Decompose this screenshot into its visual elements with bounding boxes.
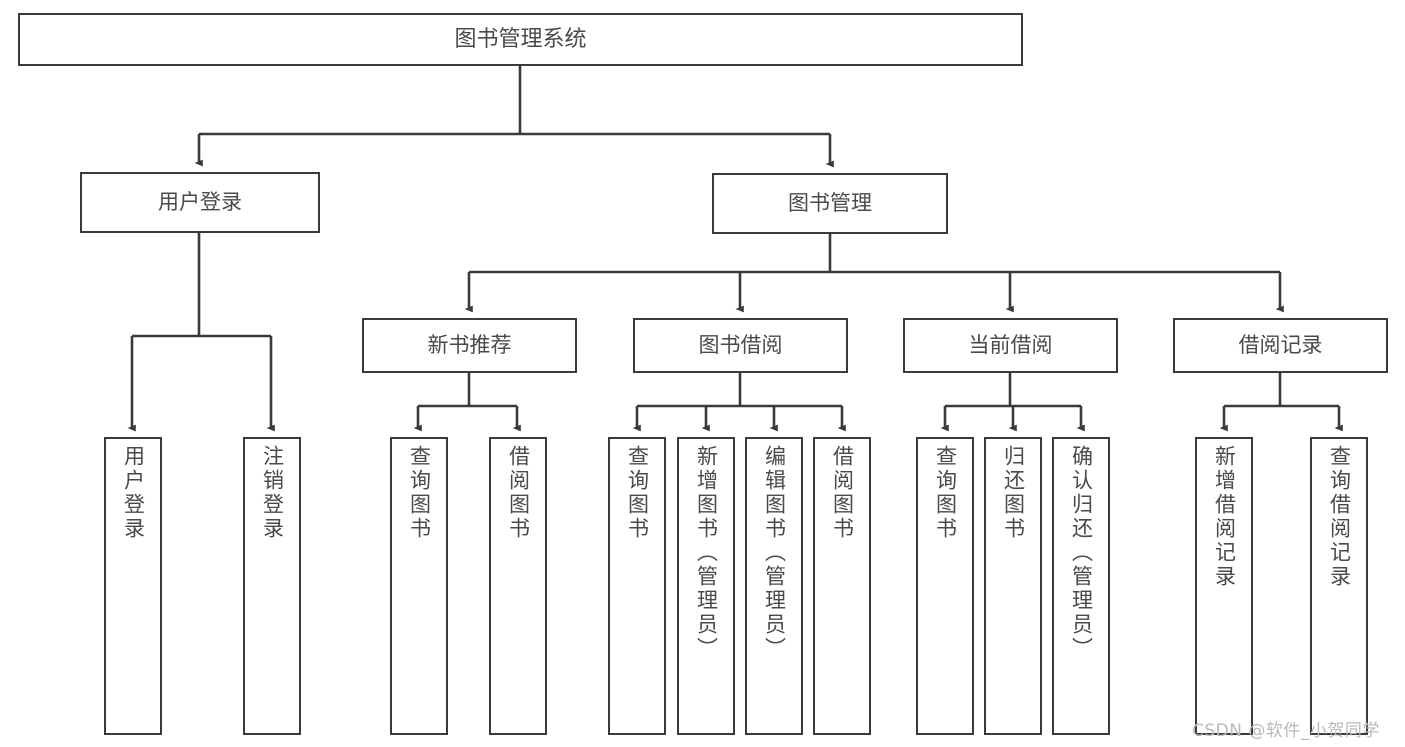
node-leaf-query-book-3-label: 查询图书 (933, 445, 958, 541)
node-leaf-edit-book[interactable]: 编辑图书（管理员） (745, 437, 803, 735)
node-new-book-recommend-label: 新书推荐 (427, 333, 512, 358)
node-current-borrow-label: 当前借阅 (968, 333, 1053, 358)
node-leaf-borrow-book-1[interactable]: 借阅图书 (489, 437, 547, 735)
node-current-borrow[interactable]: 当前借阅 (903, 318, 1118, 373)
node-leaf-return-book-label: 归还图书 (1001, 445, 1026, 541)
csdn-watermark: CSDN @软件_小贺同学 (1192, 721, 1380, 741)
node-leaf-add-record[interactable]: 新增借阅记录 (1195, 437, 1253, 735)
node-leaf-add-record-label: 新增借阅记录 (1212, 445, 1237, 589)
node-borrow-record[interactable]: 借阅记录 (1173, 318, 1388, 373)
node-root-system-label: 图书管理系统 (454, 26, 587, 52)
node-leaf-query-book-2[interactable]: 查询图书 (608, 437, 666, 735)
node-leaf-add-book[interactable]: 新增图书（管理员） (677, 437, 735, 735)
node-leaf-return-book[interactable]: 归还图书 (984, 437, 1042, 735)
node-leaf-logout-label: 注销登录 (260, 445, 285, 541)
node-leaf-user-login-label: 用户登录 (121, 445, 146, 541)
node-new-book-recommend[interactable]: 新书推荐 (362, 318, 577, 373)
node-leaf-confirm-return-label: 确认归还（管理员） (1069, 445, 1094, 661)
node-leaf-confirm-return[interactable]: 确认归还（管理员） (1052, 437, 1110, 735)
node-borrow-record-label: 借阅记录 (1238, 333, 1323, 358)
node-book-borrow-label: 图书借阅 (698, 333, 783, 358)
node-book-management[interactable]: 图书管理 (712, 173, 948, 234)
node-leaf-edit-book-label: 编辑图书（管理员） (762, 445, 787, 661)
node-user-login[interactable]: 用户登录 (80, 172, 320, 233)
node-leaf-query-book-3[interactable]: 查询图书 (916, 437, 974, 735)
node-leaf-add-book-label: 新增图书（管理员） (694, 445, 719, 661)
node-leaf-query-book-1-label: 查询图书 (407, 445, 432, 541)
node-book-management-label: 图书管理 (788, 191, 872, 216)
node-leaf-query-book-1[interactable]: 查询图书 (390, 437, 448, 735)
node-leaf-borrow-book-1-label: 借阅图书 (506, 445, 531, 541)
node-root-system[interactable]: 图书管理系统 (18, 13, 1023, 66)
node-leaf-user-login[interactable]: 用户登录 (104, 437, 162, 735)
node-leaf-query-record-label: 查询借阅记录 (1327, 445, 1352, 589)
node-leaf-query-book-2-label: 查询图书 (625, 445, 650, 541)
node-leaf-borrow-book-2[interactable]: 借阅图书 (813, 437, 871, 735)
node-leaf-borrow-book-2-label: 借阅图书 (830, 445, 855, 541)
node-leaf-query-record[interactable]: 查询借阅记录 (1310, 437, 1368, 735)
node-book-borrow[interactable]: 图书借阅 (633, 318, 848, 373)
node-user-login-label: 用户登录 (158, 190, 242, 215)
node-leaf-logout[interactable]: 注销登录 (243, 437, 301, 735)
